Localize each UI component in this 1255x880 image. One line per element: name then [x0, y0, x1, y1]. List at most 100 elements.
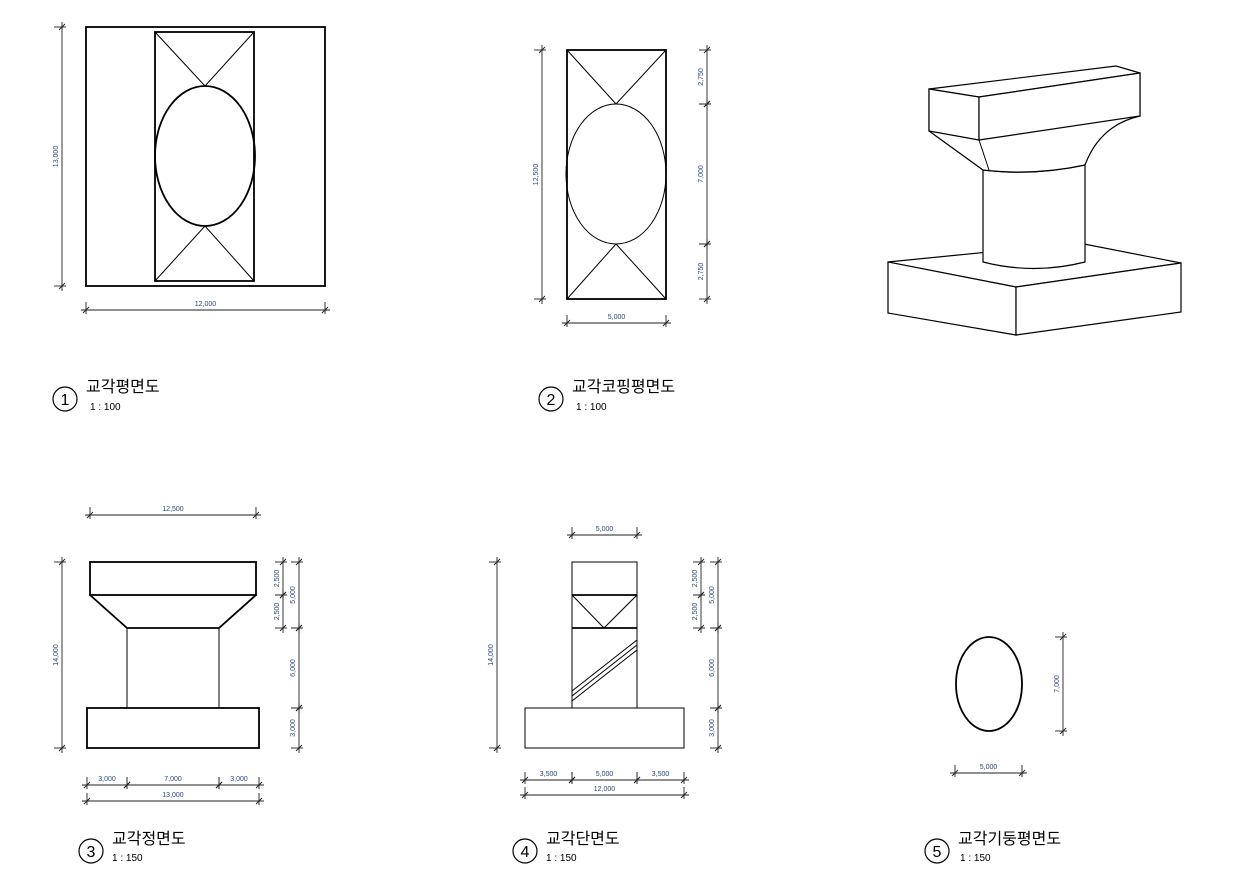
dimension-value: 12,000	[594, 786, 616, 793]
dimension-value: 3,500	[652, 771, 670, 778]
dimension-value: 2,500	[692, 570, 699, 588]
dimension: 12,500	[85, 506, 261, 519]
dimension-value: 5,000	[608, 314, 626, 321]
footing-outline	[86, 707, 260, 749]
footing-front-face	[1015, 262, 1182, 336]
dimension-value: 14,000	[53, 644, 60, 666]
view-5-column-plan	[955, 636, 1023, 732]
column-outline	[126, 627, 220, 709]
dimension: 7,000	[1054, 632, 1067, 736]
taper-edge	[978, 139, 990, 171]
dimension-value: 5,000	[596, 526, 614, 533]
dimension-value: 7,000	[698, 165, 705, 183]
dimension: 3,000	[709, 703, 722, 753]
view-number-circle	[78, 838, 104, 864]
coping-slope-lines	[566, 49, 667, 300]
dimension: 14,000	[488, 557, 501, 753]
dimension: 3,500	[520, 771, 577, 784]
footing-outline	[85, 26, 326, 287]
coping-outline	[154, 31, 255, 282]
pier-outline	[571, 561, 638, 709]
view-number: 2	[547, 392, 556, 409]
coping-left-face	[928, 88, 980, 141]
view-title-text: 교각코핑평면도	[572, 377, 675, 396]
dimension: 14,000	[53, 557, 66, 753]
dimension: 5,000	[567, 771, 642, 784]
dimension-value: 2,500	[692, 603, 699, 621]
dimension: 6,000	[290, 623, 303, 713]
dimension: 6,000	[709, 623, 722, 713]
view-number: 3	[87, 844, 96, 861]
view-number-circle	[512, 838, 538, 864]
dimension-value: 13,000	[162, 792, 184, 799]
dimension-value: 2,750	[698, 68, 705, 86]
coping-front-face	[978, 72, 1141, 141]
view-title-text: 교각기둥평면도	[958, 829, 1061, 848]
view-4-section	[524, 561, 685, 749]
dimension: 5,000	[709, 557, 722, 633]
dimension-value: 2,750	[698, 263, 705, 281]
view-title-2: 2 교각코핑평면도 1 : 100	[538, 377, 675, 413]
dimension: 5,000	[567, 526, 642, 539]
dimension: 12,000	[81, 301, 330, 314]
dimension: 5,000	[562, 314, 671, 327]
dimension: 5,000	[290, 557, 303, 633]
dimension-value: 3,500	[540, 771, 558, 778]
dimension-value: 5,000	[290, 586, 297, 604]
dimensions: 13,00012,00012,5002,7507,0002,7505,00012…	[53, 22, 1067, 805]
dimension: 2,750	[698, 239, 711, 304]
column-outline	[154, 85, 256, 227]
view-2-coping-plan	[565, 49, 667, 300]
column-outline	[955, 636, 1023, 732]
dimension-value: 3,000	[290, 719, 297, 737]
coping-outline	[566, 49, 667, 300]
column-body	[982, 164, 1086, 270]
view-scale: 1 : 100	[576, 402, 607, 413]
dimension: 13,000	[82, 792, 264, 805]
dimension-value: 14,000	[488, 644, 495, 666]
coping-taper	[89, 594, 257, 629]
coping-slope-lines	[154, 31, 255, 282]
dimension: 12,000	[520, 786, 689, 799]
view-number-circle	[538, 386, 564, 412]
view-3-front-elevation	[86, 561, 260, 749]
view-scale: 1 : 150	[960, 853, 991, 864]
view-3d-pier	[887, 65, 1182, 336]
dimension: 2,750	[698, 45, 711, 109]
dimension: 2,500	[692, 590, 705, 633]
dimension-value: 7,000	[1054, 675, 1061, 693]
dimension-value: 12,500	[162, 506, 184, 513]
footing-outline	[524, 707, 685, 749]
dimension-value: 5,000	[980, 764, 998, 771]
dimension: 3,500	[632, 771, 689, 784]
coping-outline	[89, 561, 257, 596]
view-1-pier-plan	[85, 26, 326, 287]
break-hatch	[571, 639, 638, 702]
view-scale: 1 : 100	[90, 402, 121, 413]
dimension-value: 3,000	[230, 776, 248, 783]
view-number: 4	[521, 844, 530, 861]
view-title-text: 교각평면도	[86, 377, 160, 396]
dimension: 7,000	[698, 99, 711, 249]
view-number-circle	[924, 838, 950, 864]
dimension-value: 7,000	[164, 776, 182, 783]
view-number-circle	[52, 386, 78, 412]
dimension: 5,000	[950, 764, 1027, 777]
coping-slope-lines	[571, 594, 638, 629]
dimension: 13,000	[53, 22, 66, 291]
dimension: 12,500	[533, 45, 546, 304]
dimension-value: 3,000	[709, 719, 716, 737]
dimension-value: 12,000	[195, 301, 217, 308]
view-number: 1	[61, 392, 70, 409]
dimension-value: 5,000	[709, 586, 716, 604]
dimension-value: 3,000	[98, 776, 116, 783]
column-outline	[565, 103, 667, 245]
view-title-1: 1 교각평면도 1 : 100	[52, 377, 160, 413]
dimension-value: 2,500	[274, 603, 281, 621]
dimension-value: 13,000	[53, 146, 60, 168]
